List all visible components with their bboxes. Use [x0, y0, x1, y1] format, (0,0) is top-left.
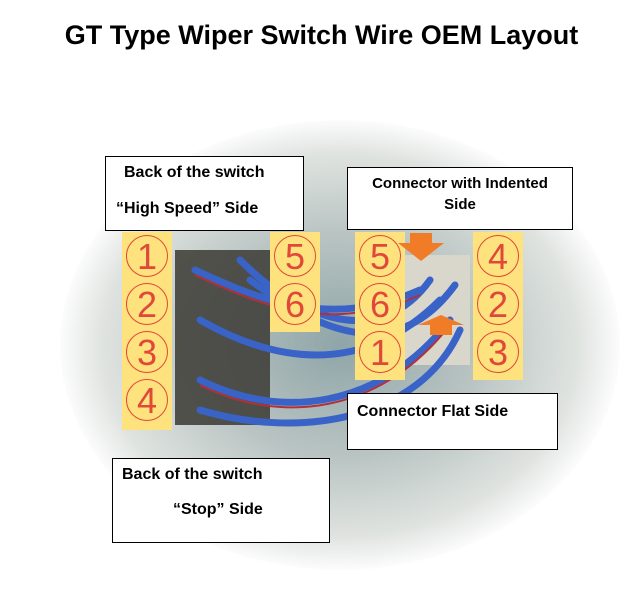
- terminal-number: 1: [126, 235, 168, 277]
- label-line: “Stop” Side: [173, 501, 263, 518]
- arrow-up-icon: [418, 315, 464, 335]
- label-line: Back of the switch: [124, 164, 265, 181]
- terminal-number: 5: [359, 235, 401, 277]
- switch-right-terminal-column: 5 6: [270, 232, 320, 332]
- terminal-number: 3: [477, 331, 519, 373]
- terminal-number: 2: [126, 283, 168, 325]
- terminal-number: 5: [274, 235, 316, 277]
- flat-side-label: Connector Flat Side: [347, 393, 558, 450]
- stop-side-label: Back of the switch “Stop” Side: [112, 458, 330, 543]
- label-line: “High Speed” Side: [116, 200, 259, 217]
- indented-side-label: Connector with Indented Side: [347, 167, 573, 230]
- label-line: Connector with Indented: [372, 175, 548, 192]
- terminal-number: 4: [126, 379, 168, 421]
- page-title: GT Type Wiper Switch Wire OEM Layout: [64, 20, 579, 50]
- terminal-number: 3: [126, 331, 168, 373]
- terminal-number: 2: [477, 283, 519, 325]
- terminal-number: 1: [359, 331, 401, 373]
- connector-right-terminal-column: 4 2 3: [473, 232, 523, 380]
- label-line: Back of the switch: [122, 466, 263, 483]
- switch-left-terminal-column: 1 2 3 4: [122, 232, 172, 430]
- terminal-number: 4: [477, 235, 519, 277]
- terminal-number: 6: [359, 283, 401, 325]
- high-speed-side-label: Back of the switch “High Speed” Side: [105, 156, 304, 231]
- arrow-down-icon: [398, 233, 444, 261]
- terminal-number: 6: [274, 283, 316, 325]
- connector-left-terminal-column: 5 6 1: [355, 232, 405, 380]
- label-line: Side: [444, 196, 476, 213]
- label-line: Connector Flat Side: [357, 403, 509, 420]
